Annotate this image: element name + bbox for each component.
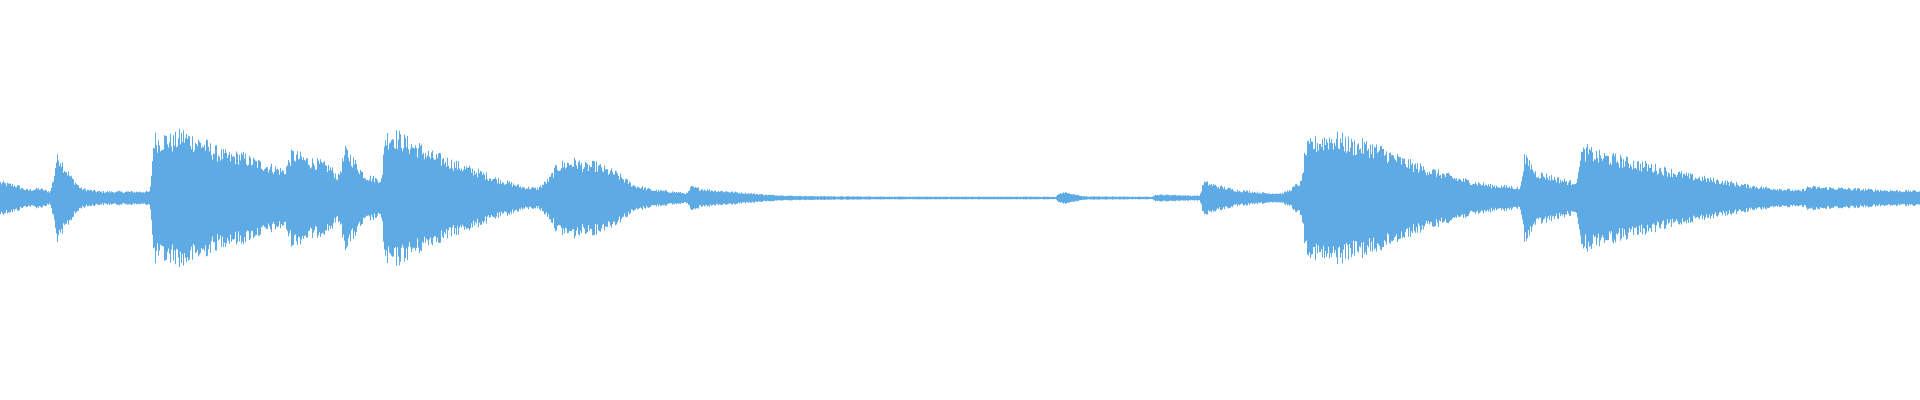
waveform-path [0,128,1920,268]
waveform-bars [0,128,1920,268]
